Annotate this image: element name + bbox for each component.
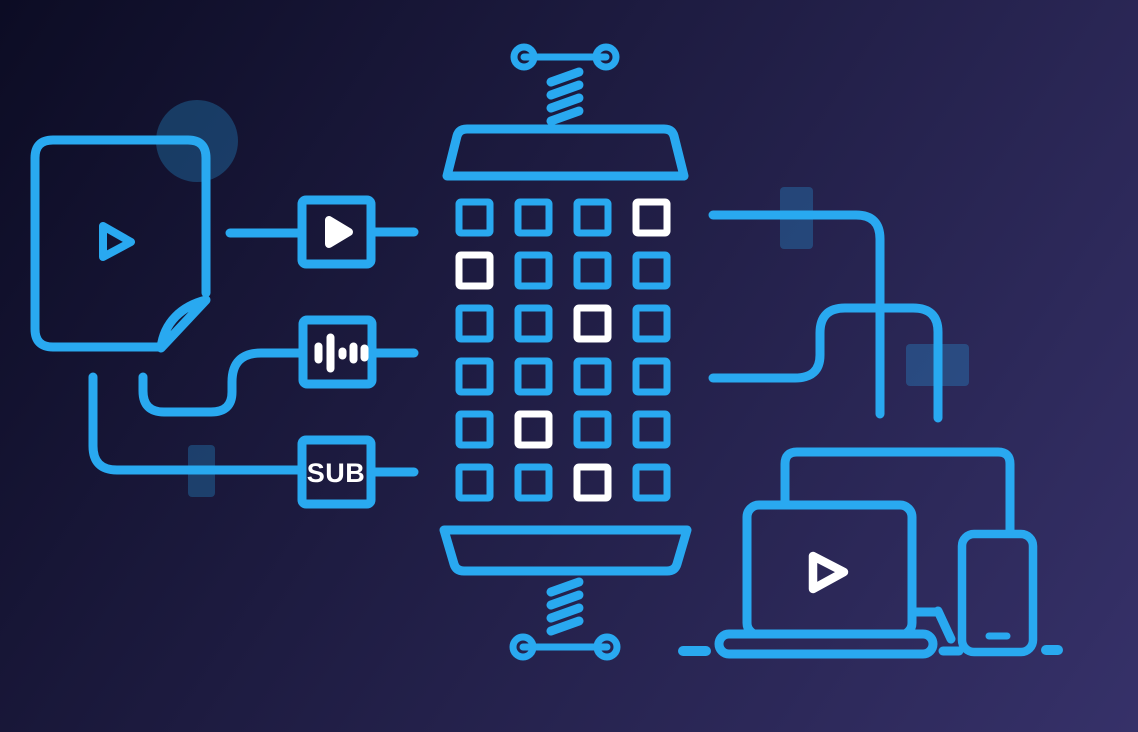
blue-segment-4-2	[573, 410, 612, 449]
laptop-base	[714, 629, 938, 659]
waveform-icon	[314, 333, 369, 373]
bottom-spring-icon	[546, 577, 584, 636]
play-icon	[808, 551, 849, 594]
blue-segment-2-1	[514, 304, 553, 343]
output-line-1	[708, 210, 885, 419]
track-connectors	[88, 227, 419, 497]
audio-track-box	[298, 315, 377, 389]
connector-audio	[138, 348, 307, 417]
blue-segment-3-0	[455, 357, 494, 396]
audio-track-node	[298, 315, 377, 389]
bottom-handle-icon	[509, 633, 621, 661]
white-segment-1-0	[455, 251, 494, 290]
press-plate-bottom	[439, 525, 692, 576]
play-icon	[99, 222, 135, 261]
laptop-screen	[742, 500, 917, 640]
source-file-group	[30, 100, 238, 353]
blue-segment-4-3	[632, 410, 671, 449]
phone-body	[957, 529, 1038, 657]
blue-segment-2-0	[455, 304, 494, 343]
press-plate-top	[442, 124, 689, 181]
blue-segment-5-0	[455, 463, 494, 502]
blue-segment-3-3	[632, 357, 671, 396]
laptop-icon	[714, 500, 938, 659]
overlay-chip	[188, 445, 215, 497]
top-handle-icon	[510, 43, 620, 71]
tv-stand	[908, 606, 964, 656]
packager-grid	[455, 198, 671, 502]
blue-segment-2-3	[632, 304, 671, 343]
subtitle-label: SUB	[307, 458, 366, 488]
phone-icon	[957, 529, 1038, 657]
white-segment-2-2	[573, 304, 612, 343]
subtitle-track-box	[297, 435, 376, 509]
play-icon	[325, 216, 353, 248]
connector-subtitle	[88, 372, 306, 475]
blue-segment-3-2	[573, 357, 612, 396]
top-spring-icon	[546, 67, 584, 126]
overlay-chip	[906, 344, 969, 386]
white-segment-0-3	[632, 198, 671, 237]
blue-segment-0-0	[455, 198, 494, 237]
packager-group	[439, 43, 692, 661]
blue-segment-1-3	[632, 251, 671, 290]
blue-segment-1-1	[514, 251, 553, 290]
video-track-node	[297, 195, 376, 269]
tv-icon	[780, 447, 1015, 538]
video-file-icon	[30, 135, 211, 352]
blue-segment-3-1	[514, 357, 553, 396]
white-segment-4-1	[514, 410, 553, 449]
output-line-2	[708, 303, 943, 423]
blue-segment-4-0	[455, 410, 494, 449]
subtitle-track-node: SUB	[297, 435, 376, 509]
blue-segment-5-1	[514, 463, 553, 502]
blue-segment-5-3	[632, 463, 671, 502]
devices-group	[678, 447, 1063, 659]
video-track-box	[297, 195, 376, 269]
blue-segment-1-2	[573, 251, 612, 290]
page-fold-icon	[156, 295, 211, 353]
white-segment-5-2	[573, 463, 612, 502]
output-connectors	[708, 187, 969, 423]
blue-segment-0-1	[514, 198, 553, 237]
blue-segment-0-2	[573, 198, 612, 237]
overlay-chip	[780, 187, 813, 249]
